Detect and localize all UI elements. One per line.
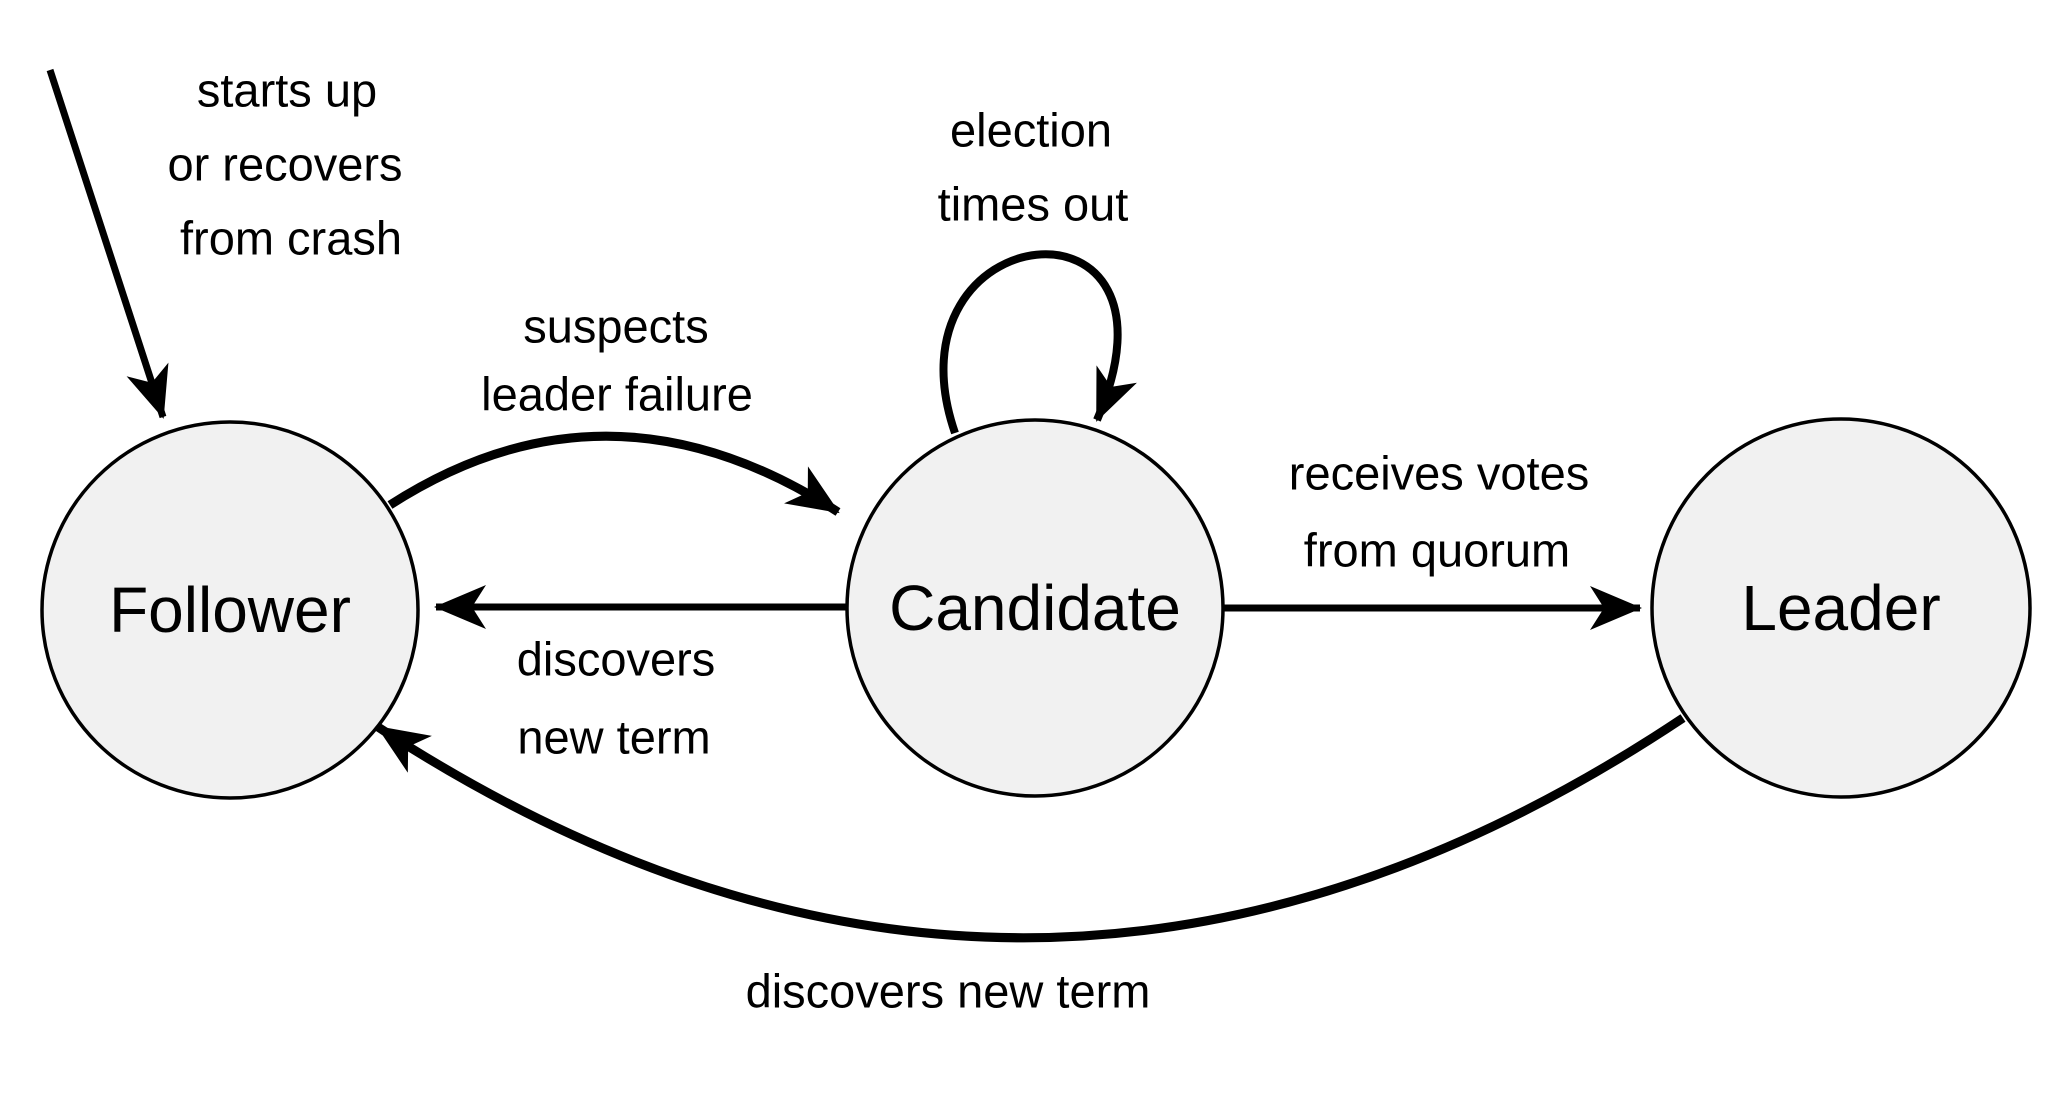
edge-follower-to-candidate-label-line2: leader failure [481, 368, 753, 421]
edge-leader-to-follower-arrow [375, 714, 1686, 943]
edge-startup-label-line3: from crash [180, 212, 402, 265]
edge-startup-label-line1: starts up [197, 64, 377, 117]
edge-candidate-to-leader-label-line2: from quorum [1304, 524, 1570, 577]
nodes [40, 417, 2032, 800]
node-follower-label: Follower [109, 574, 351, 646]
node-leader-label: Leader [1741, 572, 1940, 644]
edge-candidate-to-follower-label-line1: discovers [517, 633, 716, 686]
node-follower [40, 420, 420, 800]
edge-candidate-to-leader-label-line1: receives votes [1289, 447, 1589, 500]
edge-follower-to-candidate-arrow [387, 431, 841, 516]
edge-labels: starts up or recovers from crash suspect… [167, 64, 1589, 1018]
edge-candidate-to-follower-label: discovers new term [517, 633, 716, 764]
edge-startup-arrow [46, 68, 169, 419]
edge-follower-to-candidate-label: suspects leader failure [481, 300, 753, 421]
edge-candidate-self-loop-arrow [939, 250, 1137, 435]
edge-candidate-to-leader-label: receives votes from quorum [1289, 447, 1589, 577]
edge-leader-to-follower-label-line1: discovers new term [746, 965, 1151, 1018]
edge-leader-to-follower-label: discovers new term [746, 965, 1151, 1018]
node-candidate-label: Candidate [889, 572, 1181, 644]
edge-candidate-to-follower-label-line2: new term [517, 711, 710, 764]
edge-candidate-self-loop-label-line1: election [950, 104, 1112, 157]
node-leader [1650, 417, 2032, 799]
edge-startup-label: starts up or recovers from crash [167, 64, 402, 265]
edges [46, 68, 1686, 943]
edge-follower-to-candidate-label-line1: suspects [523, 300, 708, 353]
edge-startup-label-line2: or recovers [167, 138, 402, 191]
node-labels: Follower Candidate Leader [109, 572, 1941, 646]
edge-candidate-self-loop-label: election times out [938, 104, 1129, 231]
edge-candidate-self-loop-label-line2: times out [938, 178, 1129, 231]
